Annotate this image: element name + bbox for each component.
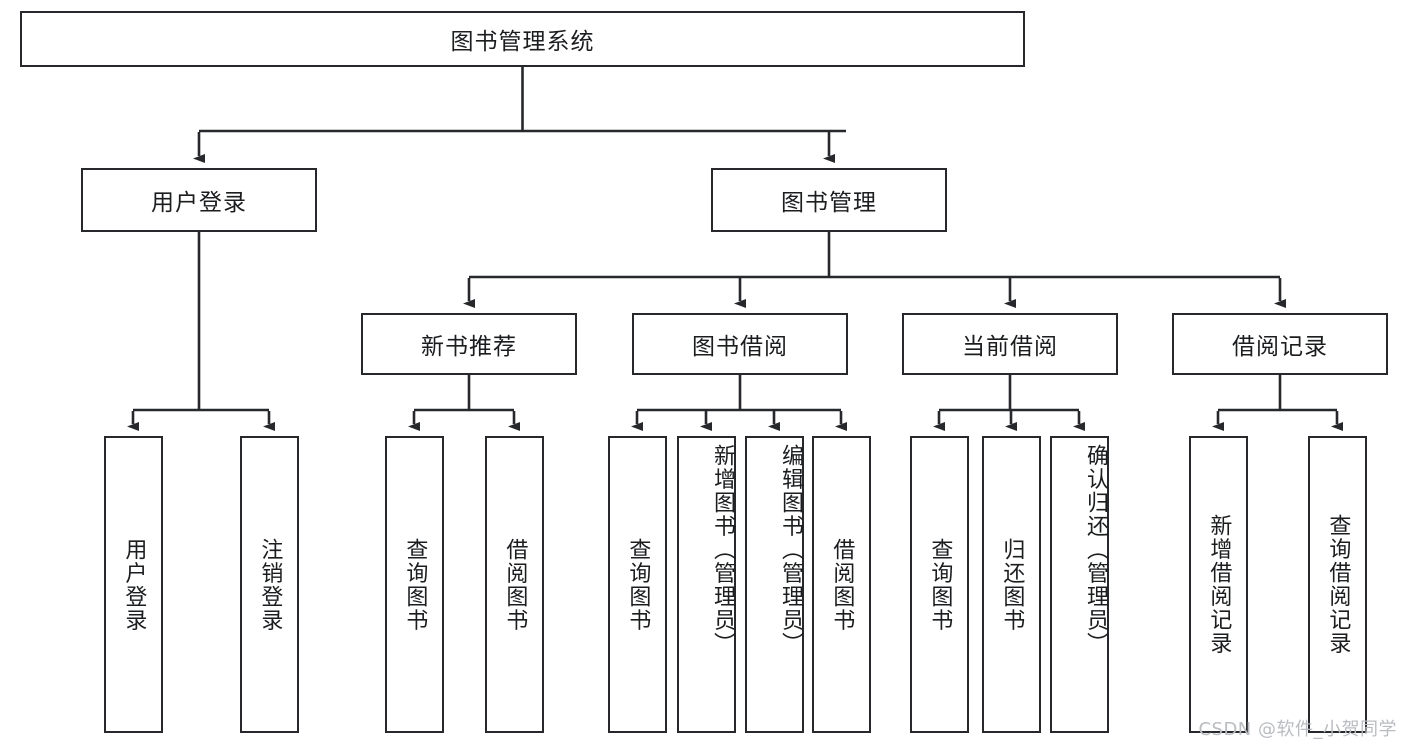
node-label: 图书管理系统	[450, 29, 595, 55]
leaf-node-add-book-admin[interactable]: 新增图书（管理员）	[677, 436, 736, 733]
leaf-node-logout[interactable]: 注销登录	[240, 436, 299, 733]
leaf-node-confirm-return-admin[interactable]: 确认归还（管理员）	[1050, 436, 1109, 733]
node-label: 用户登录	[121, 537, 147, 632]
leaf-node-query-book-3[interactable]: 查询图书	[910, 436, 969, 733]
node-label: 查询图书	[927, 537, 953, 632]
node-borrow-record[interactable]: 借阅记录	[1172, 313, 1388, 375]
node-label: 注销登录	[257, 537, 283, 632]
node-label: 归还图书	[999, 537, 1025, 632]
node-label: 图书借阅	[692, 334, 788, 360]
node-label: 借阅记录	[1232, 334, 1328, 360]
node-label: 借阅图书	[502, 537, 528, 632]
node-label: 新增图书（管理员）	[710, 444, 735, 656]
node-label: 用户登录	[151, 190, 247, 216]
leaf-node-user-login[interactable]: 用户登录	[104, 436, 163, 733]
node-book-management[interactable]: 图书管理	[711, 168, 947, 232]
leaf-node-query-book-2[interactable]: 查询图书	[608, 436, 667, 733]
node-label: 新增借阅记录	[1206, 514, 1232, 655]
node-label: 图书管理	[781, 190, 877, 216]
node-label: 查询图书	[402, 537, 428, 632]
leaf-node-add-borrow-record[interactable]: 新增借阅记录	[1189, 436, 1248, 733]
node-label: 查询借阅记录	[1325, 514, 1351, 655]
node-label: 编辑图书（管理员）	[778, 444, 803, 656]
node-label: 借阅图书	[829, 537, 855, 632]
node-label: 查询图书	[625, 537, 651, 632]
leaf-node-query-borrow-record[interactable]: 查询借阅记录	[1308, 436, 1367, 733]
node-root-system[interactable]: 图书管理系统	[20, 11, 1025, 67]
leaf-node-return-book[interactable]: 归还图书	[982, 436, 1041, 733]
node-user-login[interactable]: 用户登录	[81, 168, 317, 232]
node-label: 新书推荐	[421, 334, 517, 360]
node-current-borrow[interactable]: 当前借阅	[902, 313, 1118, 375]
node-label: 确认归还（管理员）	[1083, 444, 1108, 656]
leaf-node-query-book-1[interactable]: 查询图书	[385, 436, 444, 733]
leaf-node-borrow-book-1[interactable]: 借阅图书	[485, 436, 544, 733]
node-new-book-recommend[interactable]: 新书推荐	[361, 313, 577, 375]
watermark-text: CSDN @软件_小贺同学	[1198, 719, 1397, 740]
node-label: 当前借阅	[962, 334, 1058, 360]
leaf-node-edit-book-admin[interactable]: 编辑图书（管理员）	[745, 436, 804, 733]
node-book-borrow[interactable]: 图书借阅	[632, 313, 848, 375]
leaf-node-borrow-book-2[interactable]: 借阅图书	[812, 436, 871, 733]
